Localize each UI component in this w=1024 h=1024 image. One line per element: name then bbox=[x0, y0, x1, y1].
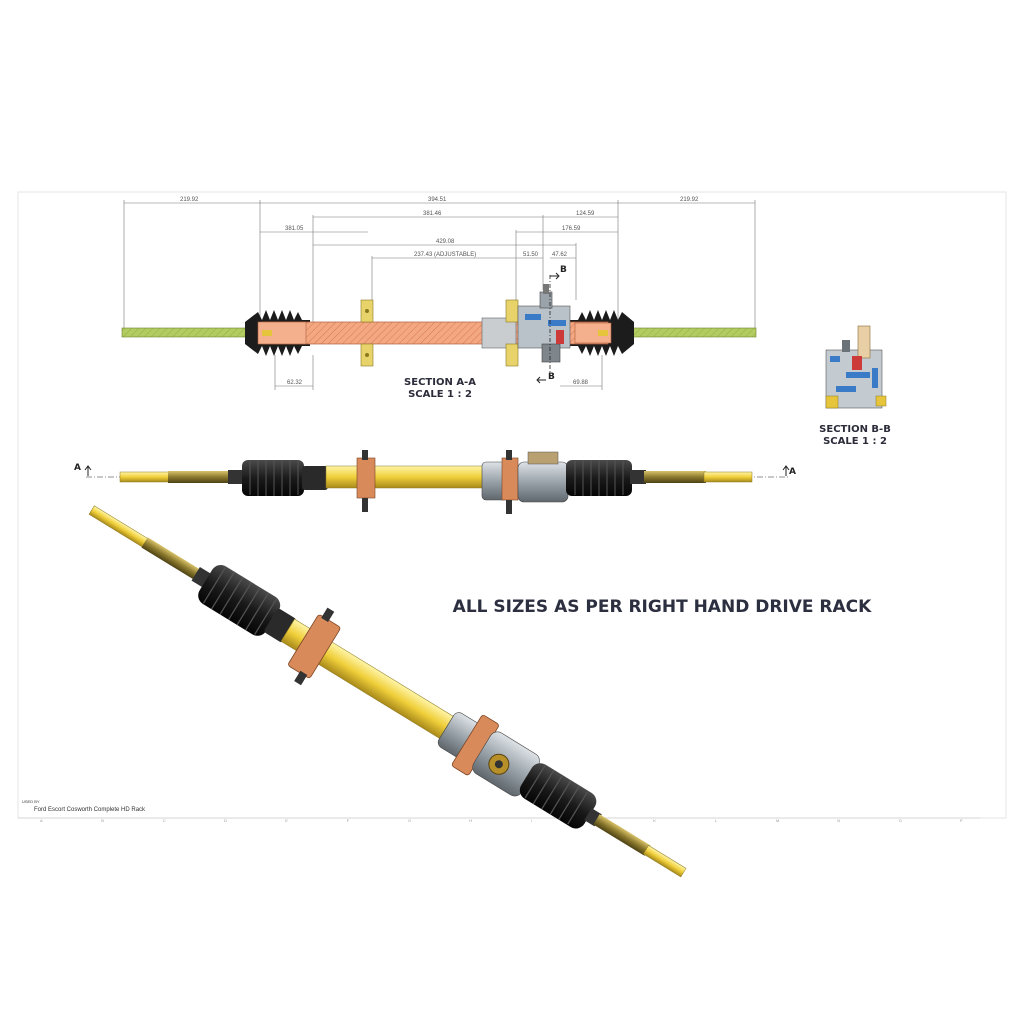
mounting-clamp-left bbox=[356, 450, 376, 512]
isometric-view bbox=[88, 505, 687, 878]
cut-arrow-a bbox=[782, 465, 790, 476]
pinion-housing-section bbox=[481, 284, 571, 367]
iso-right-thread bbox=[593, 814, 651, 856]
pinion-housing bbox=[481, 450, 569, 514]
cut-arrow-b bbox=[550, 272, 560, 280]
cut-label-a: A bbox=[789, 467, 796, 477]
rack-tube bbox=[325, 465, 487, 489]
cut-label-b: B bbox=[560, 265, 567, 275]
dim-label: 69.88 bbox=[573, 380, 589, 386]
dim-label: 394.51 bbox=[428, 197, 447, 203]
section-bb-title: SECTION B-B bbox=[819, 424, 891, 435]
left-boot bbox=[242, 460, 304, 496]
border-zone-letter: C bbox=[163, 818, 166, 823]
border-zone-letter: D bbox=[224, 818, 227, 823]
bush-insert bbox=[262, 330, 272, 336]
dim-label: 381.46 bbox=[423, 211, 442, 217]
cut-label-b: B bbox=[548, 372, 555, 382]
left-tie-rod bbox=[119, 471, 171, 483]
cut-arrow-b bbox=[536, 376, 546, 384]
right-tie-rod-thread bbox=[644, 471, 706, 483]
iso-left-tie-rod bbox=[88, 505, 150, 549]
iso-right-joint bbox=[584, 808, 602, 827]
iso-left-joint bbox=[191, 566, 212, 588]
border-zone-letter: G bbox=[408, 818, 411, 823]
sheet-note: ALL SIZES AS PER RIGHT HAND DRIVE RACK bbox=[453, 597, 873, 617]
dim-label: 219.92 bbox=[680, 197, 699, 203]
right-tie-rod-section bbox=[627, 327, 757, 338]
dim-label: 219.92 bbox=[180, 197, 199, 203]
border-zone-letter: B bbox=[101, 818, 104, 823]
dim-label: 237.43 (ADJUSTABLE) bbox=[414, 252, 476, 258]
dim-label: 176.59 bbox=[562, 226, 581, 232]
border-zone-letter: I bbox=[531, 818, 532, 823]
dim-label: 47.62 bbox=[552, 252, 568, 258]
dim-label: 429.08 bbox=[436, 239, 455, 245]
dim-label: 51.50 bbox=[523, 252, 539, 258]
section-bb-view: SECTION B-B SCALE 1 : 2 bbox=[819, 325, 891, 447]
section-aa-scale: SCALE 1 : 2 bbox=[408, 389, 472, 400]
border-zone-letter: H bbox=[469, 818, 472, 823]
border-zone-letter: L bbox=[715, 818, 718, 823]
right-inner-joint bbox=[630, 470, 646, 484]
iso-right-boot bbox=[519, 763, 597, 829]
left-tie-rod-thread bbox=[168, 471, 230, 483]
dim-label: 381.05 bbox=[285, 226, 304, 232]
footer-title: Ford Escort Cosworth Complete HD Rack bbox=[34, 807, 146, 813]
iso-mounting-clamp bbox=[288, 607, 341, 686]
cut-label-a: A bbox=[74, 463, 81, 473]
dimension-lines bbox=[123, 200, 756, 390]
rack-end-fitting bbox=[574, 322, 612, 344]
iso-left-boot bbox=[198, 565, 281, 636]
border-zone-letter: M bbox=[776, 818, 779, 823]
left-boot-collar bbox=[302, 466, 328, 490]
side-view: A A bbox=[74, 450, 796, 514]
left-inner-joint bbox=[228, 470, 244, 484]
left-tie-rod-section bbox=[121, 327, 251, 338]
border-zone-letter: K bbox=[653, 818, 656, 823]
iso-right-tie-rod bbox=[642, 845, 687, 878]
footer-label: USED BY bbox=[22, 799, 40, 804]
border-zone-letter: P bbox=[960, 818, 963, 823]
cut-arrow-a bbox=[84, 465, 92, 476]
right-boot bbox=[566, 460, 632, 496]
dim-label: 124.59 bbox=[576, 211, 595, 217]
border-zone-letter: E bbox=[285, 818, 288, 823]
section-aa-view: 219.92 394.51 219.92 381.46 124.59 381.0… bbox=[121, 197, 757, 400]
iso-left-thread bbox=[141, 537, 201, 580]
section-aa-title: SECTION A-A bbox=[404, 377, 476, 388]
border-zone-letter: N bbox=[837, 818, 840, 823]
section-bb-scale: SCALE 1 : 2 bbox=[823, 436, 887, 447]
bush-insert bbox=[598, 330, 608, 336]
border-zone-letters: ABCDEFGHIJKLMNOP bbox=[40, 818, 963, 823]
right-tie-rod bbox=[703, 471, 753, 483]
mounting-clamp-section bbox=[360, 299, 374, 367]
border-zone-letter: A bbox=[40, 818, 43, 823]
dim-label: 62.32 bbox=[287, 380, 303, 386]
border-zone-letter: O bbox=[899, 818, 902, 823]
iso-pinion-housing bbox=[437, 712, 540, 797]
rack-end-fitting bbox=[257, 321, 307, 345]
border-zone-letter: F bbox=[347, 818, 350, 823]
